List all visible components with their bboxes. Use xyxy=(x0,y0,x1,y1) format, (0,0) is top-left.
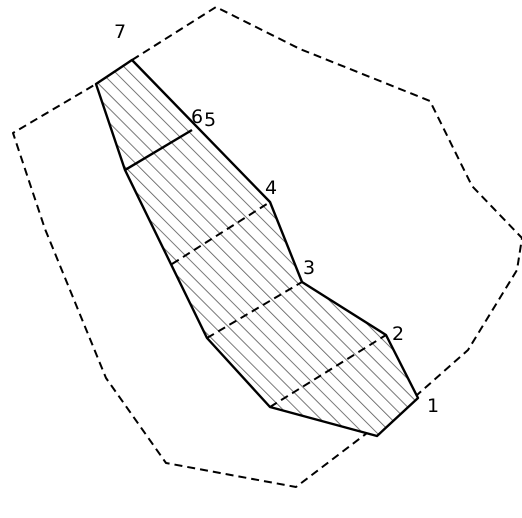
divider-line-dashed-lower xyxy=(269,334,387,408)
point-label-6: 6 xyxy=(191,106,203,128)
divider-line-dashed-upper xyxy=(171,201,271,265)
point-label-1: 1 xyxy=(427,395,439,417)
point-label-4: 4 xyxy=(265,177,277,199)
outer-dashed-boundary xyxy=(12,6,522,488)
point-label-3: 3 xyxy=(303,257,315,279)
divider-line-dashed-middle xyxy=(206,281,303,339)
point-label-7: 7 xyxy=(114,21,126,43)
point-label-5: 5 xyxy=(204,109,216,131)
point-label-2: 2 xyxy=(392,323,404,345)
hatched-region xyxy=(94,58,420,438)
divider-line-solid xyxy=(124,128,193,172)
